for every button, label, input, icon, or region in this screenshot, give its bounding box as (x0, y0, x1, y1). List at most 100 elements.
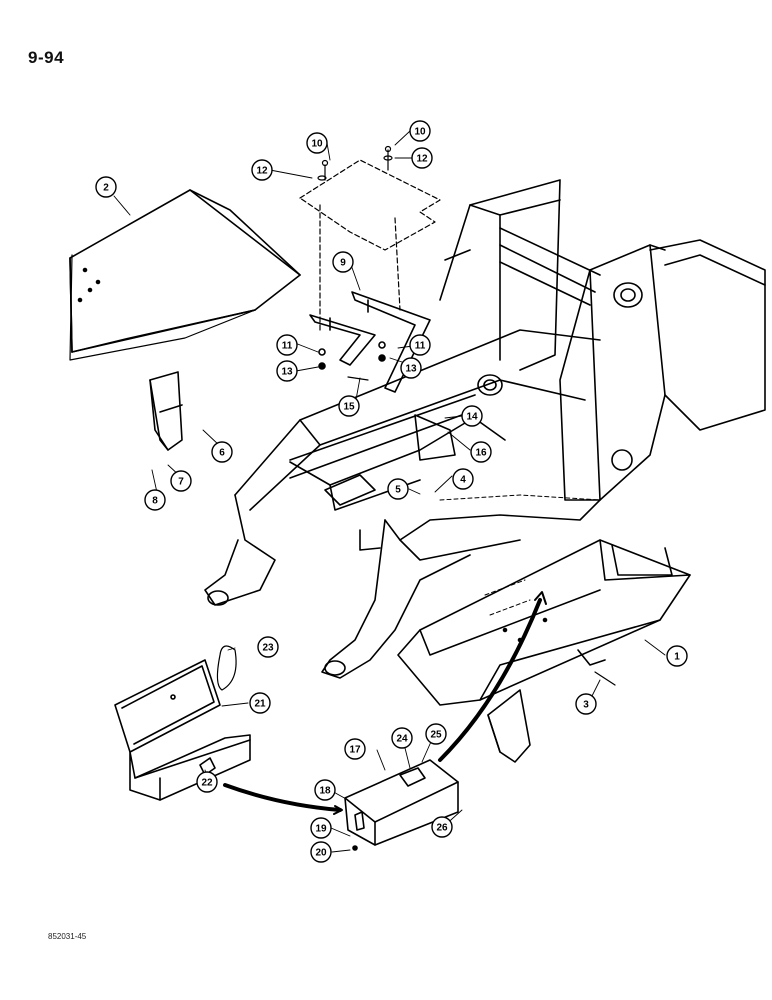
assembly-arrow-right (438, 598, 542, 762)
callout-label: 17 (349, 745, 361, 756)
callout-c25: 25 (425, 723, 447, 745)
figure-code: 852031-45 (48, 932, 87, 941)
callout-circle (249, 692, 271, 714)
callout-c12b: 12 (411, 147, 433, 169)
callout-label: 13 (281, 367, 293, 378)
callout-label: 11 (282, 341, 293, 352)
callout-circle (409, 120, 431, 142)
callout-circle (314, 779, 336, 801)
toolbox-closed (344, 759, 459, 846)
callout-label: 18 (319, 786, 331, 797)
callout-circle (425, 723, 447, 745)
callout-circle (276, 360, 298, 382)
callout-c11b: 11 (409, 334, 431, 356)
loader-frame (204, 179, 766, 679)
callout-c4: 4 (452, 468, 474, 490)
callout-label: 11 (415, 341, 426, 352)
callout-circle (211, 441, 233, 463)
callout-circle (310, 841, 332, 863)
callout-circle (170, 470, 192, 492)
support-brackets (309, 291, 431, 393)
fender-support-arm (487, 689, 531, 763)
callout-c23: 23 (257, 636, 279, 658)
callout-circle (276, 334, 298, 356)
callout-c9: 9 (332, 251, 354, 273)
callout-label: 12 (416, 154, 428, 165)
callout-label: 7 (178, 477, 184, 488)
callout-c8: 8 (144, 489, 166, 511)
callout-c10b: 10 (409, 120, 431, 142)
callout-circle (575, 693, 597, 715)
callout-label: 10 (414, 127, 426, 138)
callout-c19: 19 (310, 817, 332, 839)
callout-circle (431, 816, 453, 838)
callout-c24: 24 (391, 727, 413, 749)
toolbox-strap (216, 645, 237, 691)
callout-label: 26 (436, 823, 448, 834)
callout-c11a: 11 (276, 334, 298, 356)
callout-label: 12 (256, 166, 268, 177)
callout-circle (257, 636, 279, 658)
callout-label: 22 (201, 778, 213, 789)
callout-circle (411, 147, 433, 169)
callout-circle (461, 405, 483, 427)
callout-label: 24 (396, 734, 408, 745)
callout-c22: 22 (196, 771, 218, 793)
callout-circle (95, 176, 117, 198)
callout-label: 23 (262, 643, 274, 654)
callout-circle (196, 771, 218, 793)
callout-label: 25 (430, 730, 442, 741)
callout-circle (251, 159, 273, 181)
callout-label: 14 (466, 412, 478, 423)
callout-label: 2 (103, 183, 109, 194)
callout-c15: 15 (338, 395, 360, 417)
left-fender (69, 189, 301, 361)
callout-c13a: 13 (276, 360, 298, 382)
callout-c26: 26 (431, 816, 453, 838)
callout-c17: 17 (344, 738, 366, 760)
toolbox-open (114, 659, 251, 801)
callout-c1: 1 (666, 645, 688, 667)
right-fender (397, 539, 691, 706)
callout-circle (310, 817, 332, 839)
callout-circle (344, 738, 366, 760)
callout-label: 8 (152, 496, 158, 507)
callout-c21: 21 (249, 692, 271, 714)
callout-c10a: 10 (306, 132, 328, 154)
callout-label: 4 (460, 475, 466, 486)
assembly-arrow-left (223, 783, 342, 812)
callout-c7: 7 (170, 470, 192, 492)
callout-circle (391, 727, 413, 749)
callout-label: 9 (340, 258, 346, 269)
callout-circle (332, 251, 354, 273)
callout-circle (306, 132, 328, 154)
callout-c16: 16 (470, 441, 492, 463)
callout-c5: 5 (387, 478, 409, 500)
callout-circle (470, 441, 492, 463)
callout-label: 16 (475, 448, 487, 459)
callout-c14: 14 (461, 405, 483, 427)
callout-label: 13 (405, 364, 417, 375)
callout-circle (338, 395, 360, 417)
callout-c13b: 13 (400, 357, 422, 379)
callout-label: 20 (315, 848, 327, 859)
callout-label: 3 (583, 700, 589, 711)
callout-circle (144, 489, 166, 511)
callout-label: 5 (395, 485, 401, 496)
callout-circle (452, 468, 474, 490)
callout-circle (666, 645, 688, 667)
callout-label: 1 (674, 652, 680, 663)
callout-label: 10 (311, 139, 323, 150)
callout-label: 6 (219, 448, 225, 459)
top-plate (299, 159, 441, 331)
page-number: 9-94 (28, 48, 65, 67)
callout-label: 15 (343, 402, 355, 413)
callout-c20: 20 (310, 841, 332, 863)
callout-c18: 18 (314, 779, 336, 801)
callout-circle (409, 334, 431, 356)
callout-label: 21 (254, 699, 266, 710)
callout-c6: 6 (211, 441, 233, 463)
mount-bolts (317, 145, 393, 181)
